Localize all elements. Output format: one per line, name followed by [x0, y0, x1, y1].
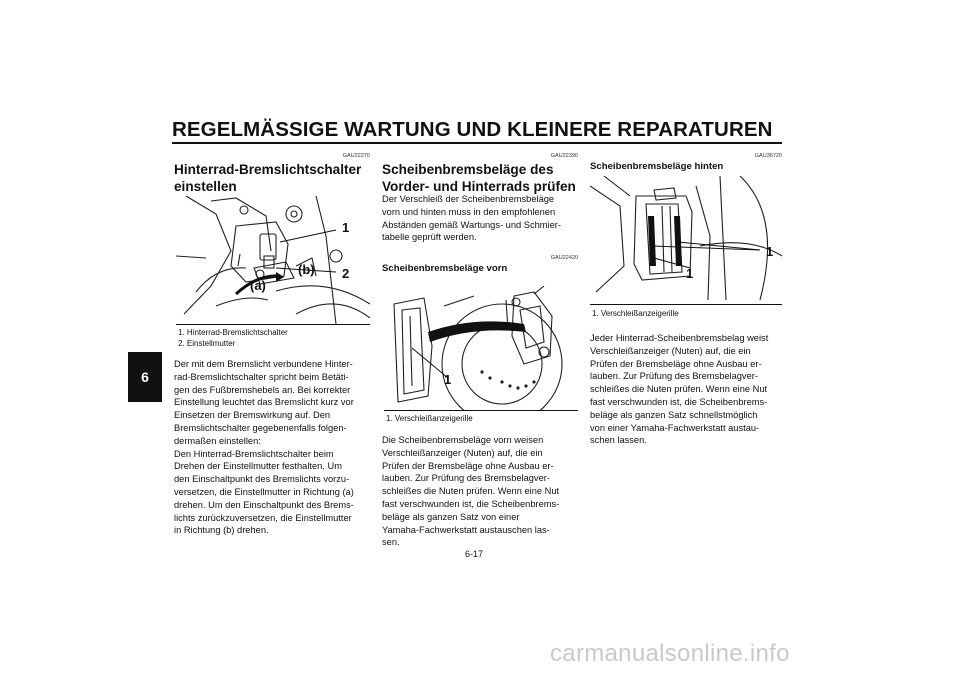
page-number: 6-17 [465, 549, 484, 559]
header-rule [172, 142, 782, 144]
body-line: in Richtung (b) drehen. [174, 525, 269, 536]
caption-rule [384, 410, 578, 411]
subsection-title-rear-pads: Scheibenbremsbeläge hinten [590, 161, 724, 172]
body-line: schleißes die Nuten prüfen. Wenn eine Nu… [382, 486, 560, 497]
body-line: schen lassen. [590, 435, 647, 446]
body-line: beläge als ganzen Satz schnellstmöglich [590, 409, 758, 420]
body-line: fast verschwunden ist, die Scheibenbrems… [590, 396, 768, 407]
body-line: den Einschaltpunkt des Bremslichts vorzu… [174, 474, 350, 485]
body-line: Jeder Hinterrad-Scheibenbremsbelag weist [590, 333, 769, 343]
body-line: lauben. Zur Prüfung des Bremsbelagver- [590, 371, 758, 382]
caption-item: 1. Hinterrad-Bremslichtschalter [178, 328, 288, 337]
body-line: Yamaha-Fachwerkstatt austauschen las- [382, 524, 550, 535]
brake-light-switch-figure: 1 2 (b) (a) [176, 196, 370, 324]
body-line: Einsetzen der Bremswirkung auf. Den [174, 410, 331, 421]
body-line: rad-Bremslichtschalter spricht beim Betä… [174, 371, 349, 382]
body-line: Einstellung leuchtet das Bremslicht kurz… [174, 397, 354, 408]
body-line: Der Verschleiß der Scheibenbremsbeläge [382, 194, 555, 204]
figure-label-1: 1 [444, 372, 452, 387]
title-line: Hinterrad-Bremslichtschalter [174, 162, 362, 177]
body-line: Die Scheibenbremsbeläge vorn weisen [382, 435, 544, 445]
body-line: tabelle geprüft werden. [382, 232, 477, 243]
section-title-disc-brake-pads: Scheibenbremsbeläge des Vorder- und Hint… [382, 161, 592, 195]
figure-label-1-left: 1 [686, 266, 694, 281]
figure-label-1: 1 [342, 220, 350, 235]
front-brake-pads-figure: 1 [384, 286, 578, 410]
body-line: dermaßen einstellen: [174, 435, 261, 446]
figure-caption: 1. Verschleißanzeigerille [592, 309, 679, 318]
section-code: GAU22390 [550, 153, 578, 159]
figure-label-b: (b) [298, 262, 315, 277]
caption-rule [590, 304, 782, 305]
section-code: GAU22270 [342, 153, 370, 159]
body-line: lauben. Zur Prüfung des Bremsbelagver- [382, 473, 550, 484]
body-line: Bremslichtschalter gegebenenfalls folgen… [174, 422, 347, 433]
page-header-title: REGELMÄSSIGE WARTUNG UND KLEINERE REPARA… [172, 118, 773, 141]
body-line: sen. [382, 537, 400, 548]
body-line: Den Hinterrad-Bremslichtschalter beim [174, 448, 334, 459]
section-body-rear-pads: Jeder Hinterrad-Scheibenbremsbelag weist… [590, 332, 784, 447]
site-watermark: carmanualsonline.info [550, 640, 790, 667]
figure-caption: 1. Hinterrad-Bremslichtschalter 2. Einst… [178, 327, 370, 349]
caption-rule [176, 324, 370, 325]
body-line: versetzen, die Einstellmutter in Richtun… [174, 486, 354, 497]
section-title-brake-light-switch: Hinterrad-Bremslichtschalter einstellen [174, 161, 374, 195]
body-line: beläge als ganzen Satz von einer [382, 511, 520, 522]
body-line: lichts zurückzuversetzen, die Einstellmu… [174, 512, 352, 523]
subsection-code: GAU22420 [550, 255, 578, 261]
body-line: Der mit dem Bremslicht verbundene Hinter… [174, 359, 353, 369]
figure-caption: 1. Verschleißanzeigerille [386, 414, 473, 423]
body-line: drehen. Um den Einschaltpunkt des Brems- [174, 499, 354, 510]
subsection-title-front-pads: Scheibenbremsbeläge vorn [382, 263, 508, 274]
body-line: schleißes die Nuten prüfen. Wenn eine Nu… [590, 384, 768, 395]
body-line: Verschleißanzeiger (Nuten) auf, die ein [382, 447, 543, 458]
section-body-front-pads: Die Scheibenbremsbeläge vorn weisen Vers… [382, 434, 578, 549]
figure-label-2: 2 [342, 266, 350, 281]
body-line: Verschleißanzeiger (Nuten) auf, die ein [590, 345, 751, 356]
figure-label-1-right: 1 [766, 244, 774, 259]
rear-brake-pads-figure: 1 1 [590, 176, 782, 300]
body-line: gen des Fußbremshebels an. Bei korrekter [174, 384, 351, 395]
section-intro-disc-brake-pads: Der Verschleiß der Scheibenbremsbeläge v… [382, 193, 578, 244]
body-line: Drehen der Einstellmutter festhalten. Um [174, 461, 342, 472]
title-line: Vorder- und Hinterrads prüfen [382, 179, 576, 194]
figure-label-a: (a) [250, 278, 266, 293]
body-line: vorn und hinten muss in den empfohlenen [382, 206, 556, 217]
body-line: von einer Yamaha-Fachwerkstatt austau- [590, 422, 760, 433]
title-line: Scheibenbremsbeläge des [382, 162, 554, 177]
body-line: Prüfen der Bremsbeläge ohne Ausbau er- [590, 358, 762, 369]
body-line: fast verschwunden ist, die Scheibenbrems… [382, 498, 560, 509]
title-line: einstellen [174, 179, 237, 194]
caption-item: 2. Einstellmutter [178, 339, 236, 348]
section-code: GAU36720 [754, 153, 782, 159]
body-line: Prüfen der Bremsbeläge ohne Ausbau er- [382, 460, 554, 471]
chapter-tab[interactable]: 6 [128, 352, 162, 402]
section-body-brake-light-switch: Der mit dem Bremslicht verbundene Hinter… [174, 358, 370, 537]
body-line: Abständen gemäß Wartungs- und Schmier- [382, 219, 561, 230]
